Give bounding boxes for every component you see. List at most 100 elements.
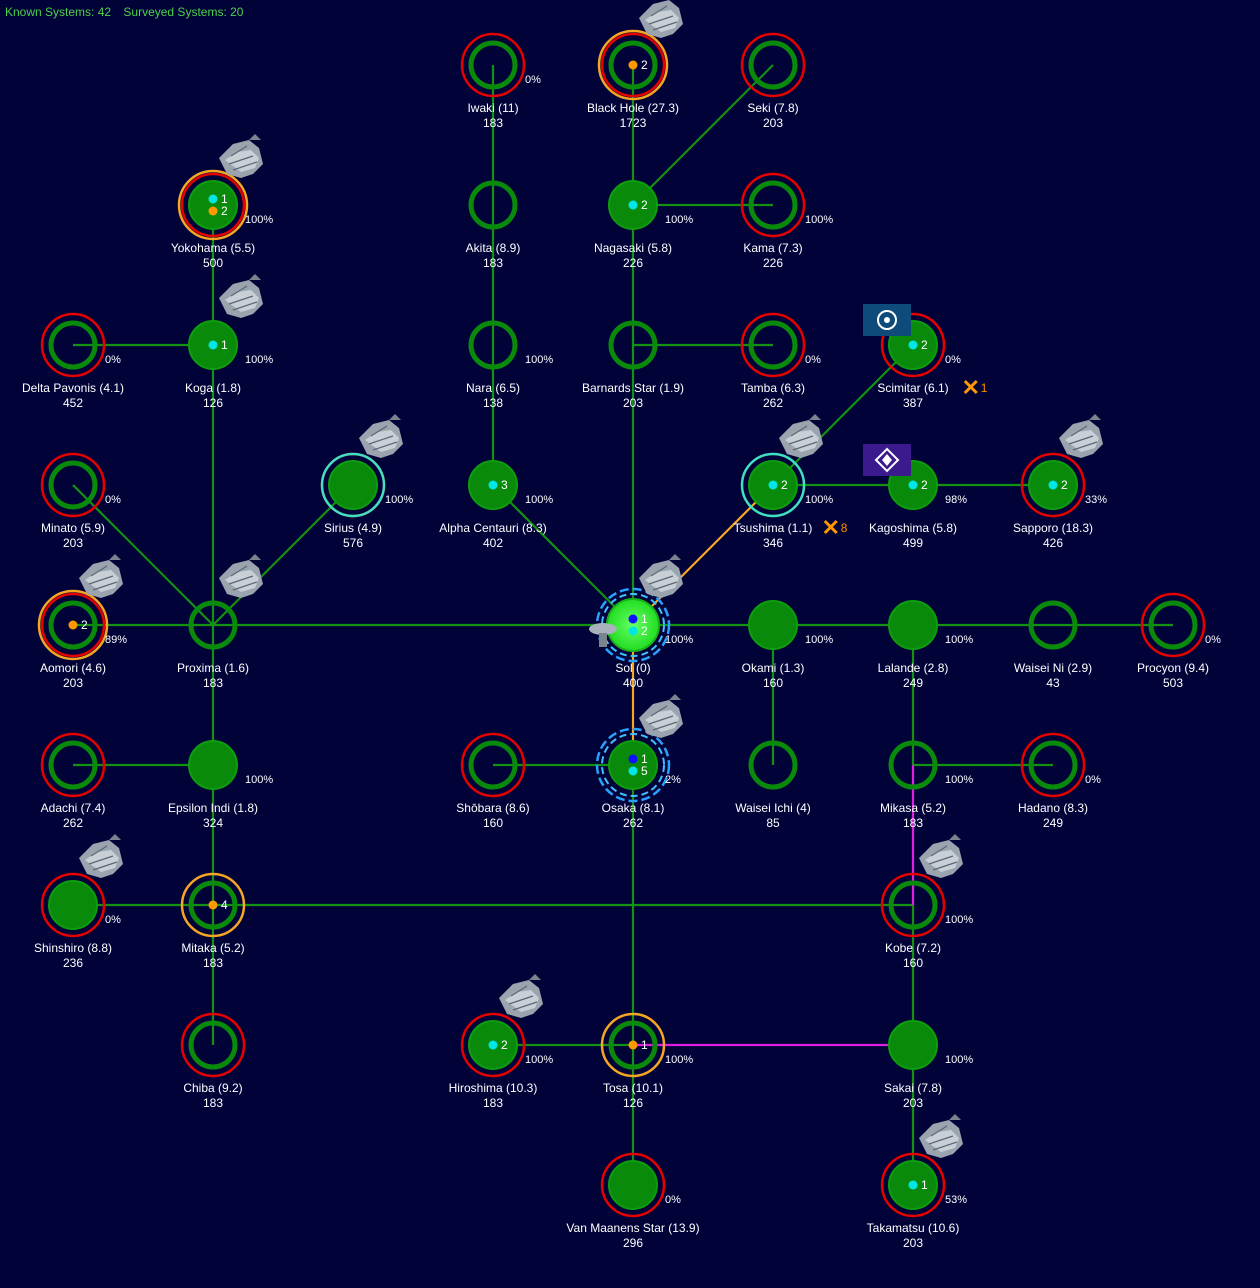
orange-status-ring — [597, 29, 669, 101]
system-population: 160 — [903, 956, 923, 970]
survey-percent: 0% — [105, 914, 121, 926]
red-status-ring — [460, 1012, 526, 1078]
star-body — [748, 40, 798, 90]
cyan-fleet-marker — [768, 480, 778, 490]
system-name-label: Osaka (8.1) — [602, 801, 665, 815]
system-adachi[interactable]: Adachi (7.4)262 — [41, 732, 106, 830]
red-status-ring — [600, 1152, 666, 1218]
flag-emblem-core — [882, 454, 892, 466]
red-status-ring — [740, 312, 806, 378]
red-status-ring — [460, 732, 526, 798]
system-population: 126 — [203, 396, 223, 410]
star-body — [748, 600, 798, 650]
star-body — [608, 1160, 658, 1210]
system-name-label: Sirius (4.9) — [324, 521, 382, 535]
warship-icon — [918, 833, 964, 879]
system-shobara[interactable]: Shōbara (8.6)160 — [456, 732, 530, 830]
system-population: 346 — [763, 536, 783, 550]
system-population: 226 — [763, 256, 783, 270]
system-name-label: Hiroshima (10.3) — [449, 1081, 538, 1095]
system-akita[interactable]: Akita (8.9)183 — [466, 180, 521, 270]
orange-fleet-marker — [68, 620, 78, 630]
jump-lane-seki-nagasaki — [632, 64, 774, 206]
star-body — [608, 40, 658, 90]
system-name-label: Procyon (9.4) — [1137, 661, 1209, 675]
system-seki[interactable]: Seki (7.8)203 — [740, 32, 806, 130]
system-population: 138 — [483, 396, 503, 410]
survey-percent: 100% — [525, 1054, 553, 1066]
star-body — [468, 40, 518, 90]
wreck-count: 1 — [981, 381, 988, 395]
jump-lane-sirius-proxima — [212, 484, 354, 626]
cyan-fleet-marker — [488, 1040, 498, 1050]
cyan-fleet-marker — [628, 626, 638, 636]
system-population: 183 — [203, 1096, 223, 1110]
system-waiseiichi[interactable]: Waisei Ichi (4)85 — [735, 740, 811, 830]
system-barnards[interactable]: Barnards Star (1.9)203 — [582, 320, 684, 410]
cyan-fleet-marker — [1048, 480, 1058, 490]
fleet-count: 1 — [641, 1038, 648, 1052]
warship-icon — [1058, 413, 1104, 459]
warship-icon — [358, 413, 404, 459]
system-waiseini[interactable]: Waisei Ni (2.9)43 — [1014, 600, 1092, 690]
survey-percent: 0% — [1205, 634, 1221, 646]
system-population: 183 — [203, 956, 223, 970]
star-body — [608, 1020, 658, 1070]
system-name-label: Sol (0) — [615, 661, 650, 675]
system-name-label: Kobe (7.2) — [885, 941, 941, 955]
fleet-count: 2 — [921, 338, 928, 352]
jump-lane-sol-tsushima — [632, 484, 774, 626]
system-proxima[interactable]: Proxima (1.6)183 — [177, 553, 264, 690]
orange-fleet-marker — [628, 1040, 638, 1050]
star-body — [188, 740, 238, 790]
battle-wreck-icon — [823, 519, 838, 535]
system-name-label: Scimitar (6.1) — [877, 381, 948, 395]
survey-percent: 53% — [945, 1194, 967, 1206]
system-name-label: Alpha Centauri (8.3) — [439, 521, 546, 535]
warship-icon — [918, 1113, 964, 1159]
star-body — [188, 600, 238, 650]
system-name-label: Van Maanens Star (13.9) — [566, 1221, 699, 1235]
fleet-count: 1 — [221, 338, 228, 352]
survey-percent: 100% — [525, 494, 553, 506]
star-body — [748, 740, 798, 790]
system-population: 1723 — [620, 116, 647, 130]
system-chiba[interactable]: Chiba (9.2)183 — [180, 1012, 246, 1110]
cyan-fleet-marker — [208, 194, 218, 204]
